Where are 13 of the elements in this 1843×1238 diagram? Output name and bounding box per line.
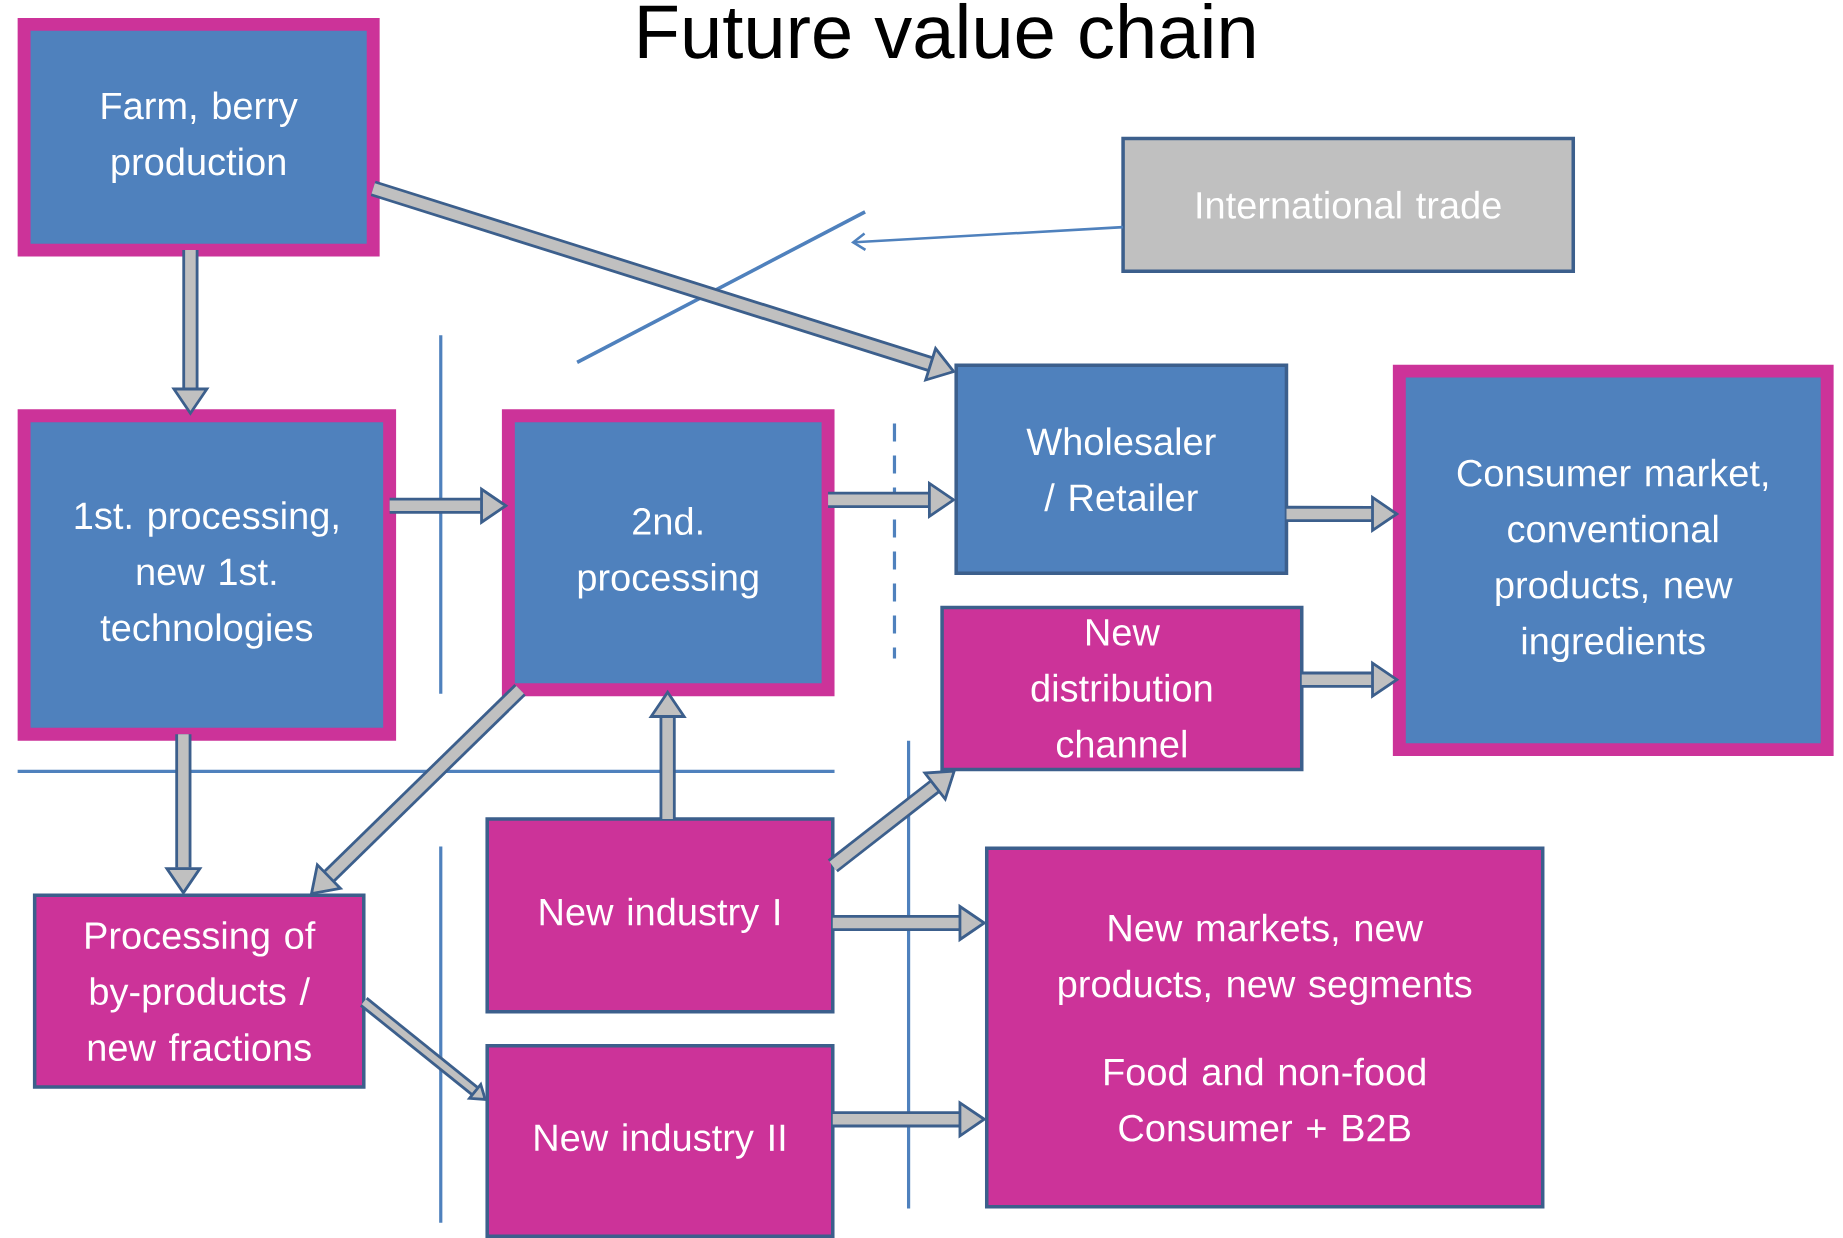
process-box: International trade: [1121, 136, 1575, 273]
process-box: Farm, berry production: [17, 17, 380, 257]
process-box: Consumer market, conventional products, new ingredients: [1392, 364, 1834, 757]
process-box: New markets, new products, new segments Food and non-food Consumer + B2B: [985, 846, 1545, 1209]
title: Future value chain: [639, 2, 1254, 59]
process-box: 1st. processing, new 1st. technologies: [17, 409, 397, 741]
process-box: New industry I: [485, 817, 835, 1014]
process-box: 2nd. processing: [501, 409, 835, 697]
process-box: New industry II: [485, 1044, 835, 1238]
arrow: [851, 225, 1124, 251]
process-box: Processing of by-products / new fractions: [32, 893, 366, 1089]
process-box: New distribution channel: [940, 605, 1304, 772]
process-box: Wholesaler / Retailer: [954, 363, 1289, 576]
